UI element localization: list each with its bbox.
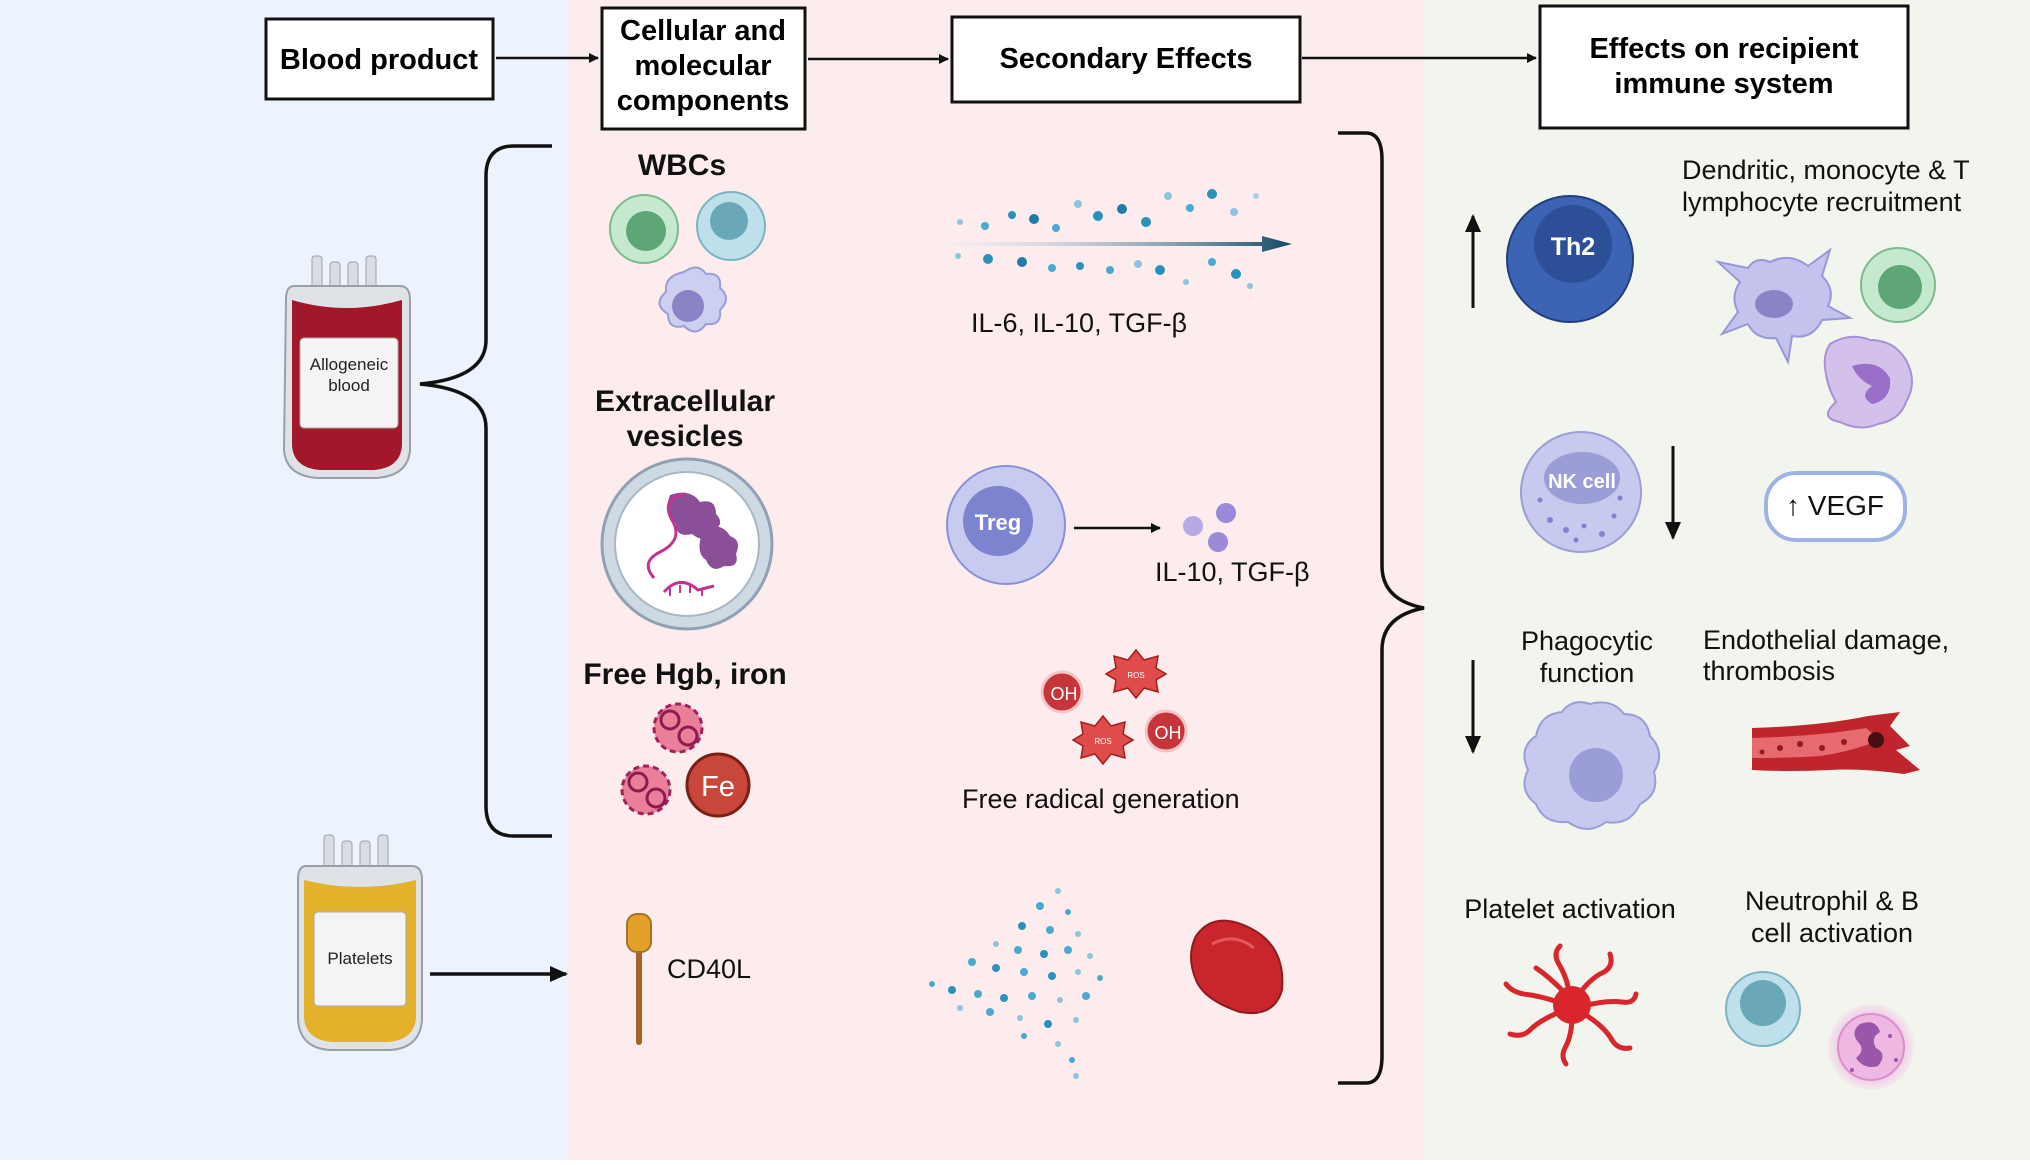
svg-text:components: components xyxy=(617,85,789,117)
phagocyte-icon xyxy=(1523,701,1661,830)
ros-icon-1: ROS xyxy=(1104,648,1168,700)
svg-text:Cellular and: Cellular and xyxy=(620,15,786,47)
svg-text:NK cell: NK cell xyxy=(1548,471,1616,493)
svg-text:OH: OH xyxy=(1155,723,1182,743)
svg-text:Effects on recipient: Effects on recipient xyxy=(1589,33,1858,65)
neutrophil-label-line1: Neutrophil & B xyxy=(1745,886,1919,916)
neutrophil-label-line2: cell activation xyxy=(1751,918,1913,948)
cytokine-flow-icon xyxy=(952,189,1292,289)
vegf-badge: ↑ VEGF xyxy=(1764,471,1907,542)
activated-platelet-icon xyxy=(1503,943,1639,1067)
free-radical-label: Free radical generation xyxy=(962,784,1240,814)
svg-text:Th2: Th2 xyxy=(1551,233,1595,261)
red-blood-cell-icon xyxy=(1190,919,1284,1014)
treg-output-label: IL-10, TGF-β xyxy=(1155,557,1310,587)
dendritic-cell-icon xyxy=(1714,247,1854,366)
svg-text:Fe: Fe xyxy=(701,771,735,803)
svg-text:↑ VEGF: ↑ VEGF xyxy=(1786,490,1884,521)
b-cell-icon xyxy=(1725,971,1801,1047)
svg-text:immune system: immune system xyxy=(1614,68,1833,100)
th2-cell-icon: Th2 xyxy=(1506,195,1634,323)
wbc-cells-icon xyxy=(609,191,766,333)
neutrophil-icon xyxy=(1828,1004,1914,1090)
blood-vessel-thrombosis-icon xyxy=(1752,712,1920,774)
svg-text:OH: OH xyxy=(1051,684,1078,704)
phagocytic-label-line1: Phagocytic xyxy=(1521,626,1653,656)
treg-cytokine-dots-icon xyxy=(1183,503,1236,552)
hgb-label: Free Hgb, iron xyxy=(583,658,786,691)
svg-text:ROS: ROS xyxy=(1094,737,1111,746)
recruitment-label-line1: Dendritic, monocyte & T xyxy=(1682,155,1970,185)
treg-cell-icon: Treg xyxy=(946,465,1066,585)
svg-text:molecular: molecular xyxy=(635,50,772,82)
endothelial-label-line2: thrombosis xyxy=(1703,656,1835,686)
ros-icon-2: ROS xyxy=(1071,714,1135,766)
cd40l-label: CD40L xyxy=(667,954,751,984)
recruitment-label-line2: lymphocyte recruitment xyxy=(1682,187,1962,217)
header-blood-product: Blood product xyxy=(264,17,495,101)
cd40l-particles-icon xyxy=(929,888,1103,1079)
panel-blood-product xyxy=(0,0,568,1160)
platelet-activation-label: Platelet activation xyxy=(1464,894,1676,924)
allogeneic-blood-bag-icon: Allogeneic blood xyxy=(282,255,411,479)
svg-text:Treg: Treg xyxy=(975,510,1021,535)
svg-text:Allogeneic: Allogeneic xyxy=(310,355,389,374)
header-cellular-components: Cellular and molecular components xyxy=(600,6,807,131)
brace-left xyxy=(419,144,552,838)
hemoglobin-icon xyxy=(620,702,704,816)
monocyte-icon xyxy=(1823,335,1913,429)
cd40l-icon xyxy=(626,913,652,1045)
svg-text:Blood product: Blood product xyxy=(280,44,478,76)
svg-text:Secondary Effects: Secondary Effects xyxy=(999,43,1252,75)
svg-text:Platelets: Platelets xyxy=(327,949,392,968)
svg-text:ROS: ROS xyxy=(1127,671,1144,680)
platelets-bag-icon: Platelets xyxy=(297,834,423,1051)
iron-fe-icon: Fe xyxy=(685,752,751,818)
endothelial-label-line1: Endothelial damage, xyxy=(1703,625,1949,655)
extracellular-vesicle-icon xyxy=(600,457,774,631)
hydroxyl-radical-icon-1: OH xyxy=(1040,670,1084,714)
svg-text:blood: blood xyxy=(328,376,370,395)
cytokines-label: IL-6, IL-10, TGF-β xyxy=(971,308,1187,338)
ev-label-line1: Extracellular xyxy=(595,385,775,418)
brace-right xyxy=(1338,131,1425,1085)
phagocytic-label-line2: function xyxy=(1540,658,1635,688)
ev-label-line2: vesicles xyxy=(627,420,744,453)
hydroxyl-radical-icon-2: OH xyxy=(1144,709,1188,753)
wbcs-label: WBCs xyxy=(638,149,726,182)
nk-cell-icon: NK cell xyxy=(1520,431,1642,553)
panel-effects xyxy=(1424,0,2030,1160)
header-secondary-effects: Secondary Effects xyxy=(950,15,1302,104)
header-effects-recipient: Effects on recipient immune system xyxy=(1538,4,1910,130)
t-lymphocyte-icon xyxy=(1860,247,1936,323)
